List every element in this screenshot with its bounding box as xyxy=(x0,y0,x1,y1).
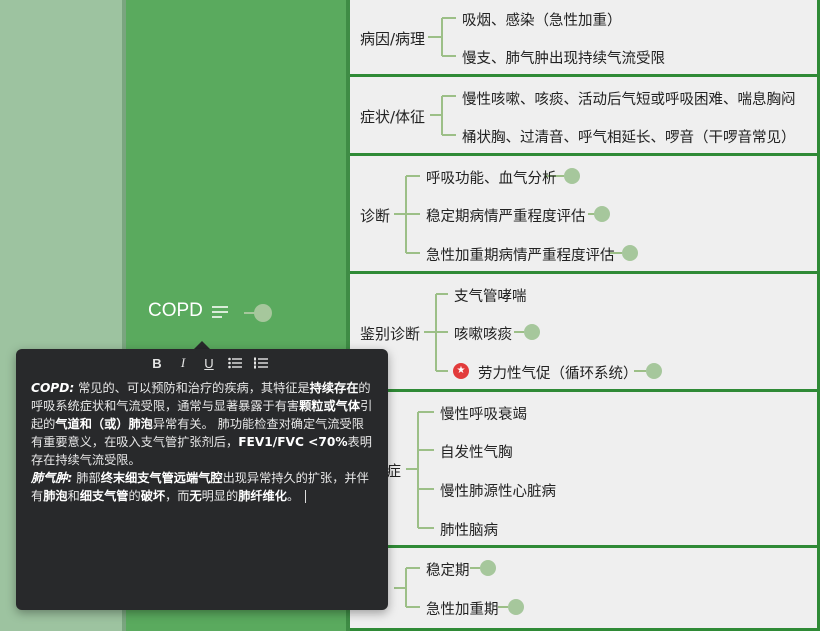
note-paragraph-emphysema: 肺气肿: 肺部终末细支气管远端气腔出现异常持久的扩张，并伴有肺泡和细支气管的破坏… xyxy=(31,471,369,503)
note-paragraph-copd: COPD: 常见的、可以预防和治疗的疾病，其特征是持续存在的呼吸系统症状和气流受… xyxy=(31,381,373,467)
note-editor-popup[interactable]: B I U COPD: 常见的、可以预防和治疗的疾病，其特征是持续存在的呼吸系统… xyxy=(16,349,388,610)
topic-item[interactable]: 支气管哮喘 xyxy=(454,289,527,305)
topic-item[interactable]: 桶状胸、过清音、呼气相延长、啰音（干啰音常见） xyxy=(462,130,796,146)
topic-item[interactable]: 劳力性气促（循环系统） xyxy=(478,366,638,382)
collapse-dot[interactable] xyxy=(622,245,638,261)
sidebar-divider[interactable] xyxy=(122,0,126,631)
root-collapse-dot[interactable] xyxy=(254,304,272,322)
topic-item[interactable]: 慢性呼吸衰竭 xyxy=(440,407,527,423)
topic-item[interactable]: 稳定期 xyxy=(426,563,470,579)
panel-treatment: 稳定期 急性加重期 xyxy=(350,548,820,631)
category-label[interactable]: 鉴别诊断 xyxy=(360,325,421,343)
panel-complications: 症 慢性呼吸衰竭 自发性气胸 慢性肺源性心脏病 肺性脑病 xyxy=(350,392,820,548)
bullet-list-icon[interactable] xyxy=(228,357,242,369)
note-text-area[interactable]: COPD: 常见的、可以预防和治疗的疾病，其特征是持续存在的呼吸系统症状和气流受… xyxy=(31,379,376,505)
italic-button[interactable]: I xyxy=(180,355,186,370)
category-label[interactable]: 症状/体征 xyxy=(360,108,426,126)
text-caret xyxy=(305,490,307,503)
topic-item[interactable]: 慢性咳嗽、咳痰、活动后气短或呼吸困难、喘息胸闷 xyxy=(462,92,796,108)
column-separator xyxy=(346,0,350,631)
underline-button[interactable]: U xyxy=(204,355,214,371)
panel-differential: 鉴别诊断 支气管哮喘 咳嗽咳痰 ★ 劳力性气促（循环系统） xyxy=(350,274,820,392)
topic-item[interactable]: 慢性肺源性心脏病 xyxy=(440,484,556,500)
category-label[interactable]: 诊断 xyxy=(360,207,391,225)
collapse-dot[interactable] xyxy=(480,560,496,576)
topic-item[interactable]: 慢支、肺气肿出现持续气流受限 xyxy=(462,51,665,67)
topic-item[interactable]: 急性加重期病情严重程度评估 xyxy=(426,248,615,264)
note-icon[interactable] xyxy=(212,304,230,320)
panel-etiology: 病因/病理 吸烟、感染（急性加重） 慢支、肺气肿出现持续气流受限 xyxy=(350,0,820,77)
panel-diagnosis: 诊断 呼吸功能、血气分析 稳定期病情严重程度评估 急性加重期病情严重程度评估 xyxy=(350,156,820,274)
root-connector xyxy=(244,312,256,314)
topic-item[interactable]: 稳定期病情严重程度评估 xyxy=(426,209,586,225)
popup-arrow xyxy=(193,341,211,350)
root-node-label[interactable]: COPD xyxy=(148,300,203,321)
collapse-dot[interactable] xyxy=(564,168,580,184)
category-label[interactable]: 病因/病理 xyxy=(360,30,426,48)
category-label[interactable]: 症 xyxy=(386,462,402,480)
panel-symptoms: 症状/体征 慢性咳嗽、咳痰、活动后气短或呼吸困难、喘息胸闷 桶状胸、过清音、呼气… xyxy=(350,77,820,156)
star-icon: ★ xyxy=(453,363,469,379)
collapse-dot[interactable] xyxy=(508,599,524,615)
topic-item[interactable]: 肺性脑病 xyxy=(440,523,498,539)
collapse-dot[interactable] xyxy=(594,206,610,222)
topic-item[interactable]: 急性加重期 xyxy=(426,602,499,618)
topic-item[interactable]: 咳嗽咳痰 xyxy=(454,327,512,343)
topic-item[interactable]: 呼吸功能、血气分析 xyxy=(426,171,557,187)
bold-button[interactable]: B xyxy=(152,355,162,371)
collapse-dot[interactable] xyxy=(524,324,540,340)
format-toolbar: B I U xyxy=(150,355,268,371)
topic-item[interactable]: 吸烟、感染（急性加重） xyxy=(462,13,622,29)
topic-item[interactable]: 自发性气胸 xyxy=(440,445,513,461)
numbered-list-icon[interactable] xyxy=(254,357,268,369)
collapse-dot[interactable] xyxy=(646,363,662,379)
